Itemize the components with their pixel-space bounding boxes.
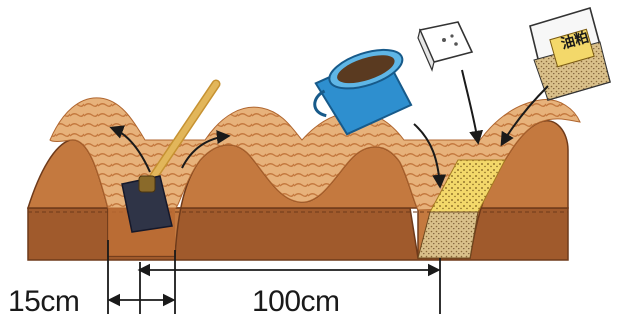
measurement-100cm: 100cm bbox=[252, 287, 340, 317]
oil-cake-bag-icon bbox=[530, 8, 610, 100]
arrow-scoop-to-trench bbox=[462, 70, 478, 142]
measurement-15cm: 15cm bbox=[8, 287, 79, 317]
scoop-icon bbox=[418, 22, 472, 70]
